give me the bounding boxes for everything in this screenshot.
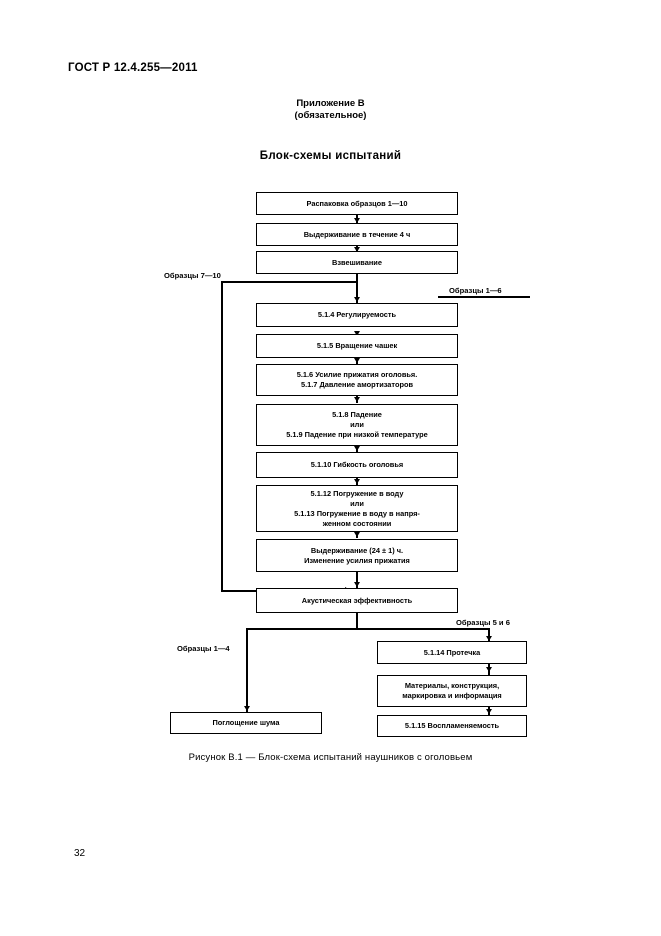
- branch-label-samples-5-6: Образцы 5 и 6: [455, 618, 511, 627]
- flow-box-sound-absorption: Поглощение шума: [170, 712, 322, 734]
- figure-caption: Рисунок В.1 — Блок-схема испытаний наушн…: [188, 752, 473, 763]
- flow-box-acoustic: Акустическая эффективность: [256, 588, 458, 613]
- split-left-vertical: [246, 628, 248, 718]
- standard-number-header: ГОСТ Р 12.4.255—2011: [68, 62, 198, 74]
- split-horizontal-line: [247, 628, 490, 630]
- split-right-vertical: [488, 628, 490, 642]
- branch-line-samples-7-10-top: [222, 281, 358, 283]
- connector-acoustic-to-split: [356, 613, 358, 629]
- appendix-subtitle: (обязательное): [294, 110, 367, 121]
- branch-line-samples-7-10-vertical: [221, 281, 223, 591]
- flow-box-weighing: Взвешивание: [256, 251, 458, 274]
- flow-box-hold-24h: Выдерживание (24 ± 1) ч. Изменение усили…: [256, 539, 458, 572]
- arrow-down-icon: [486, 709, 492, 714]
- arrow-down-icon: [354, 582, 360, 587]
- branch-label-samples-1-6: Образцы 1—6: [448, 286, 503, 295]
- flow-box-headband-force: 5.1.6 Усилие прижатия оголовья. 5.1.7 Да…: [256, 364, 458, 396]
- flow-box-unpack: Распаковка образцов 1—10: [256, 192, 458, 215]
- arrow-down-icon: [354, 397, 360, 402]
- arrow-down-icon: [486, 667, 492, 672]
- flow-box-materials: Материалы, конструкция, маркировка и инф…: [377, 675, 527, 707]
- flow-box-immersion: 5.1.12 Погружение в воду или 5.1.13 Погр…: [256, 485, 458, 532]
- connector-hold-to-acoustic: [356, 572, 358, 588]
- arrow-down-icon: [486, 636, 492, 641]
- flow-box-flexibility: 5.1.10 Гибкость оголовья: [256, 452, 458, 478]
- flow-box-conditioning: Выдерживание в течение 4 ч: [256, 223, 458, 246]
- arrow-down-icon: [244, 706, 250, 711]
- arrow-down-icon: [354, 446, 360, 451]
- arrow-down-icon: [354, 532, 360, 537]
- connector-weighing-to-adjustability: [356, 273, 358, 303]
- arrow-down-icon: [354, 479, 360, 484]
- branch-line-samples-1-6: [438, 296, 530, 298]
- page-number: 32: [74, 848, 86, 859]
- arrow-down-icon: [354, 247, 360, 252]
- flow-box-leakage: 5.1.14 Протечка: [377, 641, 527, 664]
- flow-box-cup-rotation: 5.1.5 Вращение чашек: [256, 334, 458, 358]
- flow-box-drop-test: 5.1.8 Падение или 5.1.9 Падение при низк…: [256, 404, 458, 446]
- arrow-down-icon: [354, 358, 360, 363]
- flow-box-flammability: 5.1.15 Воспламеняемость: [377, 715, 527, 737]
- arrow-down-icon: [354, 297, 360, 302]
- branch-label-samples-7-10: Образцы 7—10: [163, 271, 222, 280]
- appendix-heading: Приложение В (обязательное): [0, 98, 661, 122]
- arrow-down-icon: [354, 331, 360, 336]
- flow-box-adjustability: 5.1.4 Регулируемость: [256, 303, 458, 327]
- appendix-title: Приложение В: [296, 98, 365, 109]
- arrow-down-icon: [354, 218, 360, 223]
- branch-label-samples-1-4: Образцы 1—4: [176, 644, 231, 653]
- page-title: Блок-схемы испытаний: [259, 150, 402, 162]
